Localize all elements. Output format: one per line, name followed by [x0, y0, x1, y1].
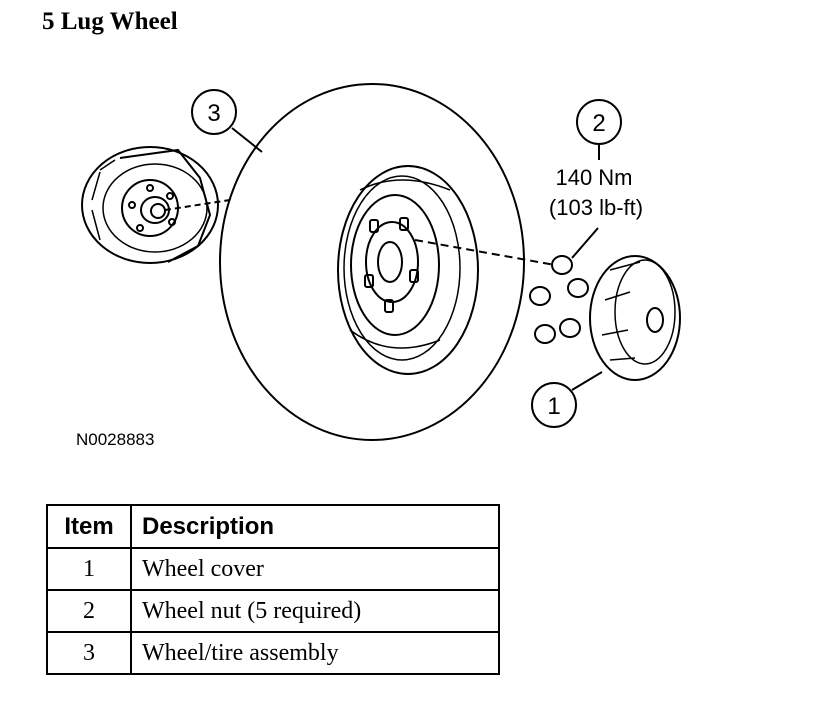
header-description: Description — [130, 504, 500, 549]
callout-2-number: 2 — [592, 110, 605, 137]
hub-rotor-illustration — [81, 146, 231, 264]
cell-item: 1 — [46, 547, 132, 591]
callout-3-number: 3 — [207, 100, 220, 127]
cell-description: Wheel nut (5 required) — [130, 589, 500, 633]
wheel-tire-illustration — [219, 83, 556, 441]
table-row: 2 Wheel nut (5 required) — [46, 589, 500, 633]
callout-1: 1 — [531, 371, 603, 428]
cell-item: 3 — [46, 631, 132, 675]
table-row: 1 Wheel cover — [46, 547, 500, 591]
callout-3: 3 — [191, 89, 263, 153]
wheel-cover-illustration — [589, 255, 681, 381]
torque-nm-label: 140 Nm — [555, 165, 632, 190]
cell-item: 2 — [46, 589, 132, 633]
cell-description: Wheel cover — [130, 547, 500, 591]
cell-description: Wheel/tire assembly — [130, 631, 500, 675]
table-row: 3 Wheel/tire assembly — [46, 631, 500, 675]
item-description-table: Item Description 1 Wheel cover 2 Wheel n… — [46, 504, 500, 675]
wheel-nuts-illustration — [529, 255, 589, 344]
figure-id: N0028883 — [76, 430, 154, 449]
callout-1-number: 1 — [547, 393, 560, 420]
torque-lbft-label: (103 lb-ft) — [549, 195, 643, 220]
header-item: Item — [46, 504, 132, 549]
page-title: 5 Lug Wheel — [42, 8, 178, 35]
callout-2: 2 140 Nm (103 lb-ft) — [549, 99, 643, 259]
table-header-row: Item Description — [46, 504, 500, 549]
wheel-exploded-diagram: 3 2 140 Nm (103 lb-ft) 1 N0028883 — [76, 83, 681, 449]
